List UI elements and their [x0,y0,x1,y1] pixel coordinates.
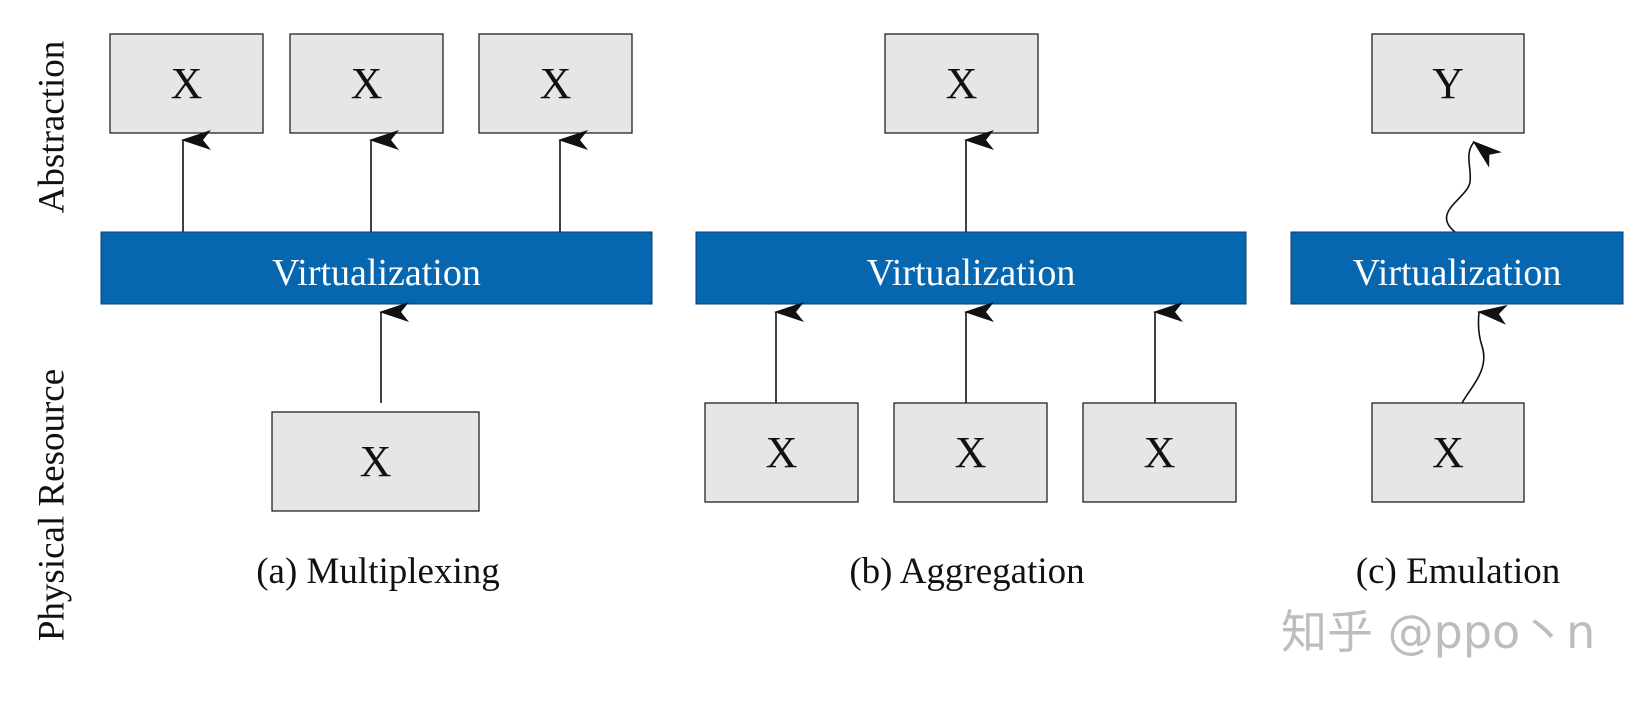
panel-emulation: Y Virtualization X (c) Emulation [1290,33,1624,592]
resource-label: X [1432,428,1464,477]
resource-box: X [704,402,859,503]
wavy-arrow-up [1461,304,1508,404]
abstraction-label: X [540,59,572,108]
watermark: 知乎 @ppo丶n [1281,605,1595,659]
abstraction-box: X [289,33,444,134]
virtualization-label: Virtualization [1353,252,1562,294]
abstraction-box: X [884,33,1039,134]
caption-aggregation: (b) Aggregation [849,551,1084,592]
abstraction-box: X [478,33,633,134]
wavy-arrow-up [1445,140,1502,233]
panel-multiplexing: X X X Virtualization X (a) Multiplexing [100,33,653,592]
abstraction-box: X [109,33,264,134]
resource-label: X [766,428,798,477]
virtualization-label: Virtualization [867,252,1076,294]
caption-multiplexing: (a) Multiplexing [256,551,500,592]
virtualization-bar: Virtualization [100,231,653,305]
abstraction-label: X [351,59,383,108]
virtualization-bar: Virtualization [695,231,1247,305]
abstraction-label: X [946,59,978,108]
abstraction-label: Y [1432,59,1464,108]
virtualization-bar: Virtualization [1290,231,1624,305]
abstraction-box: Y [1371,33,1525,134]
resource-box: X [271,411,480,512]
abstraction-label: X [171,59,203,108]
panel-aggregation: X Virtualization X X X (b) Aggregation [695,33,1247,592]
resource-box: X [1082,402,1237,503]
axis-label-abstraction: Abstraction [32,41,73,214]
resource-label: X [360,437,392,486]
caption-emulation: (c) Emulation [1356,551,1560,592]
resource-label: X [955,428,987,477]
resource-box: X [1371,402,1525,503]
resource-box: X [893,402,1048,503]
axis-label-physical-resource: Physical Resource [32,369,73,641]
virtualization-label: Virtualization [272,252,481,294]
resource-label: X [1144,428,1176,477]
